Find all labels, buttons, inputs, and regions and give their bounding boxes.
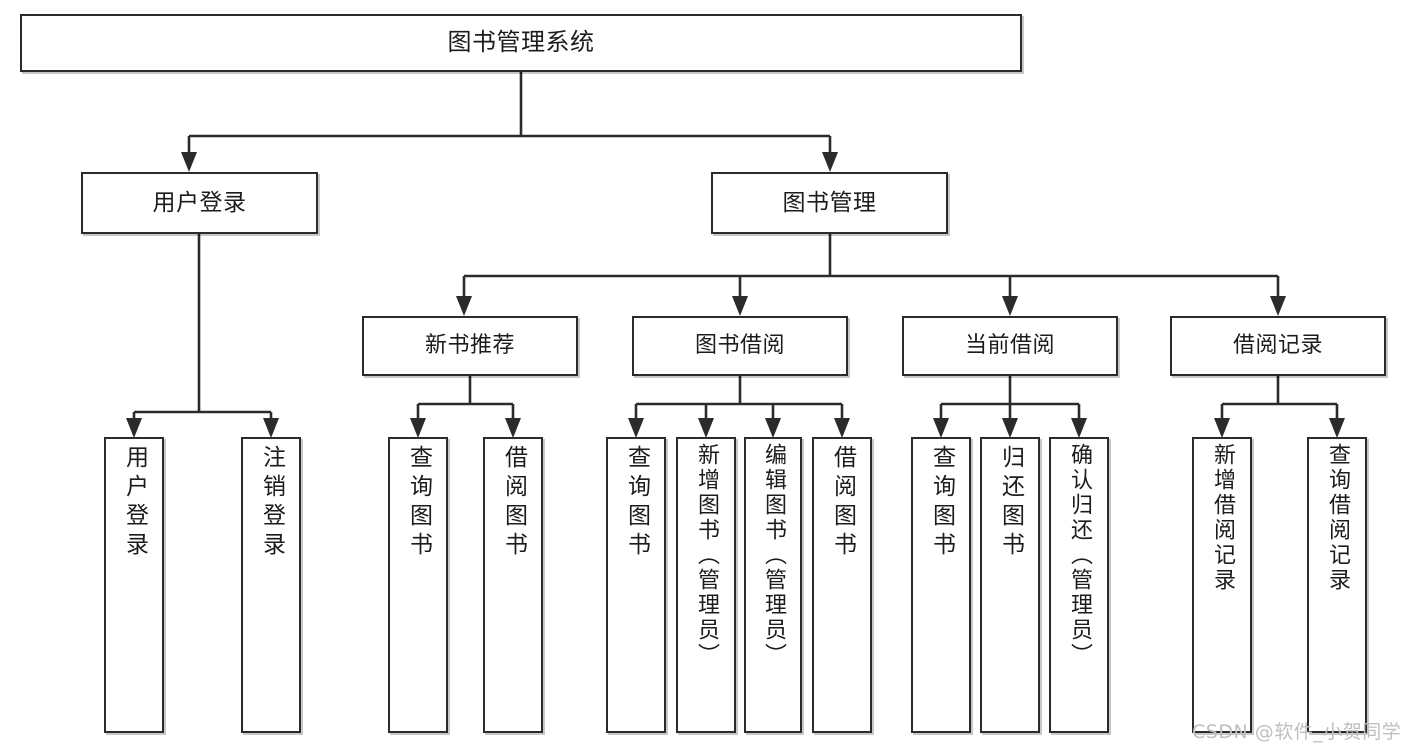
node-new-book-recommendation[interactable]: 新书推荐 — [362, 316, 578, 376]
node-label: 用户登录 — [152, 189, 247, 216]
node-label: 图书管理系统 — [447, 28, 595, 57]
leaf-borrow-book-borrow[interactable]: 借阅图书 — [812, 437, 872, 733]
leaf-return-book[interactable]: 归还图书 — [980, 437, 1040, 733]
leaf-query-book-new-rec[interactable]: 查询图书 — [388, 437, 448, 733]
node-current-borrowing[interactable]: 当前借阅 — [902, 316, 1118, 376]
node-label: 用户登录 — [121, 445, 148, 561]
leaf-query-book-borrow[interactable]: 查询图书 — [606, 437, 666, 733]
node-label: 借阅记录 — [1232, 333, 1323, 359]
node-label: 编辑图书（管理员） — [761, 443, 786, 668]
node-label: 借阅图书 — [829, 445, 856, 561]
node-label: 借阅图书 — [500, 445, 527, 561]
node-label: 图书借阅 — [694, 333, 785, 359]
leaf-query-book-current[interactable]: 查询图书 — [911, 437, 971, 733]
csdn-watermark: CSDN @软件_小贺同学 — [1192, 721, 1402, 743]
node-borrowing-records[interactable]: 借阅记录 — [1170, 316, 1386, 376]
leaf-confirm-return-admin[interactable]: 确认归还（管理员） — [1049, 437, 1109, 733]
leaf-user-login[interactable]: 用户登录 — [104, 437, 164, 733]
node-label: 当前借阅 — [964, 333, 1055, 359]
leaf-add-borrow-record[interactable]: 新增借阅记录 — [1192, 437, 1252, 733]
node-label: 图书管理 — [782, 189, 877, 216]
node-root-book-management-system[interactable]: 图书管理系统 — [20, 14, 1022, 72]
node-label: 查询图书 — [623, 445, 650, 561]
node-label: 确认归还（管理员） — [1067, 443, 1092, 668]
node-label: 新增借阅记录 — [1210, 443, 1235, 593]
node-label: 查询图书 — [405, 445, 432, 561]
leaf-query-borrow-record[interactable]: 查询借阅记录 — [1307, 437, 1367, 733]
node-label: 查询图书 — [928, 445, 955, 561]
node-label: 注销登录 — [258, 445, 285, 561]
node-book-borrowing[interactable]: 图书借阅 — [632, 316, 848, 376]
node-label: 新增图书（管理员） — [694, 443, 719, 668]
leaf-borrow-book-new-rec[interactable]: 借阅图书 — [483, 437, 543, 733]
node-label: 归还图书 — [997, 445, 1024, 561]
node-user-login[interactable]: 用户登录 — [81, 172, 318, 234]
node-book-management[interactable]: 图书管理 — [711, 172, 948, 234]
leaf-logout[interactable]: 注销登录 — [241, 437, 301, 733]
leaf-edit-book-admin[interactable]: 编辑图书（管理员） — [744, 437, 802, 733]
node-label: 查询借阅记录 — [1325, 443, 1350, 593]
leaf-add-book-admin[interactable]: 新增图书（管理员） — [676, 437, 736, 733]
node-label: 新书推荐 — [424, 333, 515, 359]
